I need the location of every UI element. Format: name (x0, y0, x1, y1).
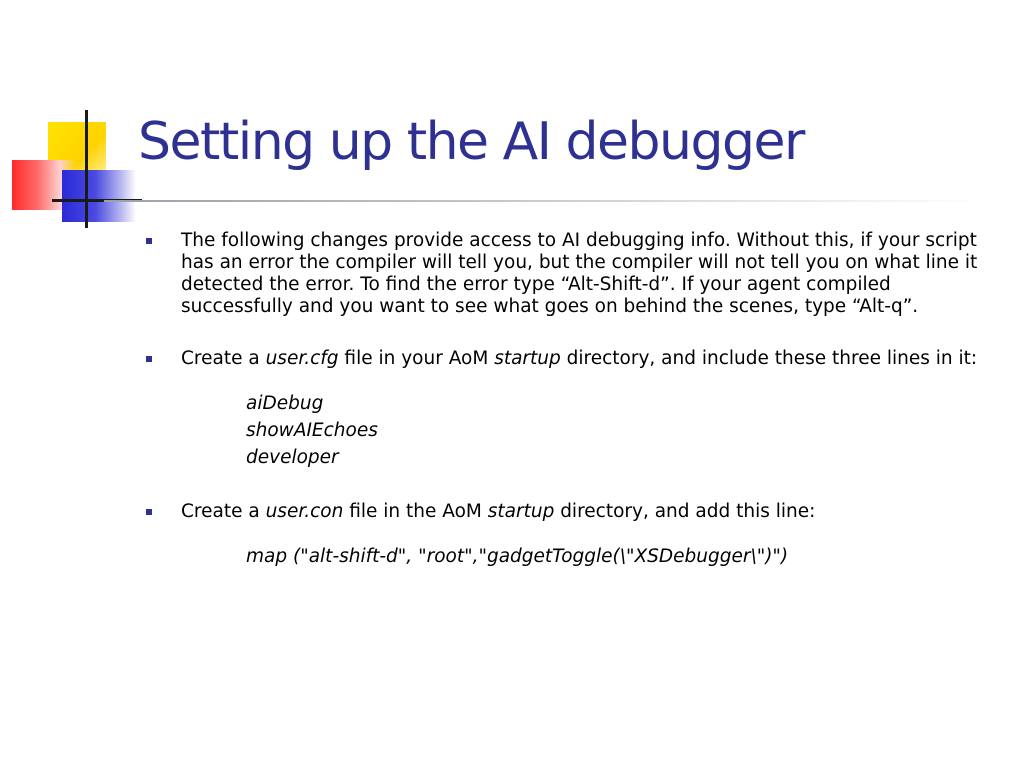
bullet-text-part: file in the AoM (343, 501, 488, 522)
bullet-text: The following changes provide access to … (181, 230, 978, 317)
square-bullet-icon (146, 238, 152, 244)
horizontal-rule-shape (52, 199, 142, 202)
bullet-item: Create a user.cfg file in your AoM start… (146, 348, 996, 370)
vertical-rule-shape (85, 110, 88, 228)
bullet-text-part: directory, and include these three lines… (560, 348, 978, 369)
slide-logo-decoration (0, 0, 142, 240)
bullet-item: Create a user.con file in the AoM startu… (146, 501, 996, 523)
cfg-code-line: showAIEchoes (246, 420, 378, 441)
title-underline (104, 200, 984, 202)
bullet-text-part: Create a (181, 501, 266, 522)
con-code-line: map ("alt-shift-d", "root","gadgetToggle… (246, 546, 789, 567)
filename-text: user.cfg (265, 348, 339, 369)
directory-name-text: startup (494, 348, 561, 369)
square-bullet-icon (146, 509, 152, 515)
bullet-text-part: directory, and add this line: (554, 501, 816, 522)
cfg-code-line: developer (246, 447, 339, 468)
filename-text: user.con (265, 501, 344, 522)
slide-title: Setting up the AI debugger (138, 112, 805, 172)
blue-square-shape (62, 170, 136, 222)
cfg-code-line: aiDebug (246, 393, 324, 414)
directory-name-text: startup (487, 501, 555, 522)
bullet-text-part: Create a (181, 348, 266, 369)
slide-body: The following changes provide access to … (146, 230, 996, 570)
square-bullet-icon (146, 356, 152, 362)
bullet-item: The following changes provide access to … (146, 230, 996, 318)
bullet-text-part: file in your AoM (338, 348, 495, 369)
